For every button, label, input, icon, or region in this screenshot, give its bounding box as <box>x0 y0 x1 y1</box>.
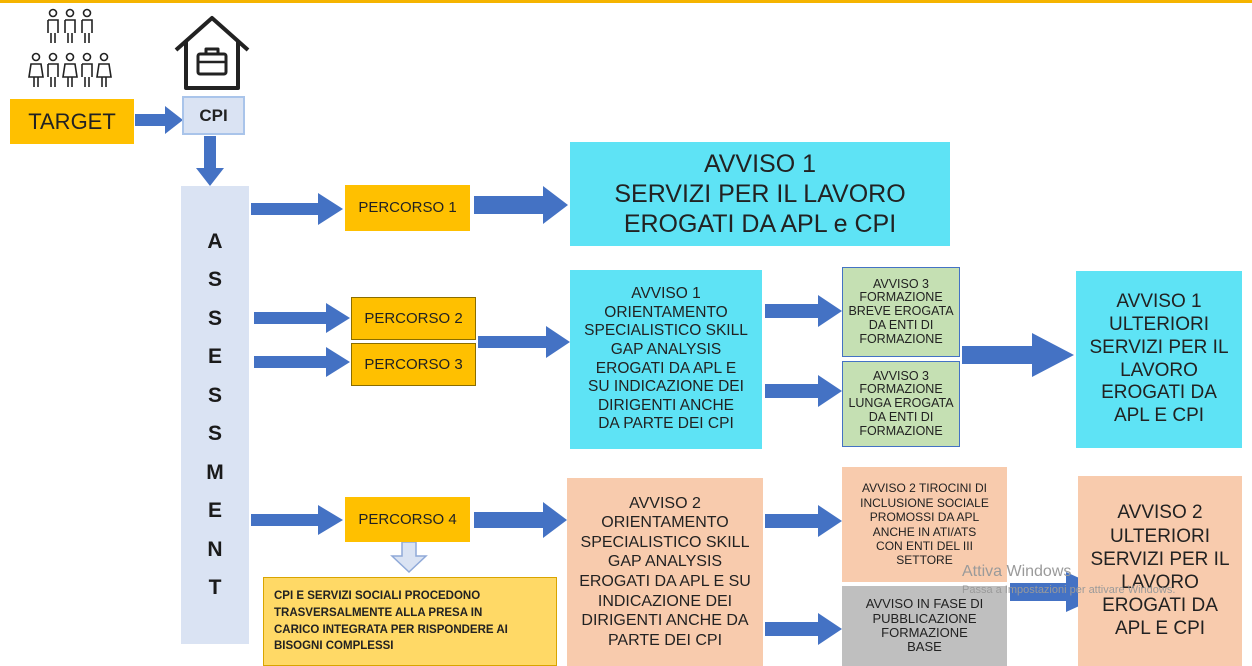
cpi-box: CPI <box>182 96 245 135</box>
avviso-1-ulteriori-box: AVVISO 1 ULTERIORI SERVIZI PER IL LAVORO… <box>1076 271 1242 448</box>
avviso-2-ulteriori-box: AVVISO 2 ULTERIORI SERVIZI PER IL LAVORO… <box>1078 476 1242 666</box>
percorso-4-box: PERCORSO 4 <box>345 497 470 542</box>
office-house-icon <box>174 16 250 90</box>
avviso-2-orientamento-box: AVVISO 2 ORIENTAMENTO SPECIALISTICO SKIL… <box>567 478 763 666</box>
percorso-3-box: PERCORSO 3 <box>351 343 476 386</box>
arrow-to-avviso-2-tirocini <box>765 505 842 537</box>
top-accent-bar <box>0 0 1252 3</box>
assessment-letter: S <box>207 383 222 407</box>
windows-watermark-subtitle: Passa a Impostazioni per attivare Window… <box>962 584 1176 596</box>
windows-watermark-title: Attiva Windows <box>962 563 1072 580</box>
percorso-2-box: PERCORSO 2 <box>351 297 476 340</box>
arrow-to-percorso-2 <box>254 303 350 333</box>
assessment-letter: E <box>207 345 222 368</box>
arrow-to-avviso-3-breve <box>765 295 842 327</box>
avviso-3-breve-box: AVVISO 3 FORMAZIONE BREVE EROGATA DA ENT… <box>842 267 960 357</box>
avviso-2-tirocini-box: AVVISO 2 TIROCINI DI INCLUSIONE SOCIALE … <box>842 467 1007 582</box>
assessment-letter: S <box>207 422 222 445</box>
cpi-servizi-sociali-note: CPI E SERVIZI SOCIALI PROCEDONO TRASVERS… <box>263 577 557 666</box>
avviso-fase-box: AVVISO IN FASE DI PUBBLICAZIONE FORMAZIO… <box>842 586 1007 666</box>
assessment-letter: M <box>206 460 224 484</box>
arrow-target-to-cpi <box>135 106 183 134</box>
avviso-1-servizi-box: AVVISO 1 SERVIZI PER IL LAVORO EROGATI D… <box>570 142 950 246</box>
avviso-3-lunga-box: AVVISO 3 FORMAZIONE LUNGA EROGATA DA ENT… <box>842 361 960 447</box>
arrow-to-percorso-3 <box>254 347 350 377</box>
percorso-1-box: PERCORSO 1 <box>345 185 470 231</box>
arrow-percorso-4-to-avviso-2 <box>474 502 567 538</box>
assessment-letter: E <box>207 499 222 522</box>
arrow-percorso-1-to-avviso-1 <box>474 186 568 224</box>
arrow-to-avviso-3-lunga <box>765 375 842 407</box>
arrow-to-avviso-fase <box>765 613 842 645</box>
avviso-1-orientamento-box: AVVISO 1 ORIENTAMENTO SPECIALISTICO SKIL… <box>570 270 762 449</box>
assessment-letter: S <box>207 268 222 291</box>
people-group-icon <box>28 8 112 87</box>
assessment-letter: A <box>207 229 223 253</box>
arrow-to-percorso-4 <box>251 505 343 535</box>
assessment-letter: S <box>207 306 222 330</box>
target-box: TARGET <box>10 99 134 144</box>
arrow-to-percorso-1 <box>251 193 343 225</box>
assessment-column: A S S E S S M E N T <box>181 186 249 644</box>
assessment-letter: T <box>208 576 222 599</box>
arrow-to-avviso-1-ulteriori <box>962 333 1074 377</box>
arrow-percorso-4-down <box>390 541 428 574</box>
arrow-cpi-to-assessment <box>196 136 224 186</box>
arrow-percorso-2-3-to-avviso-1 <box>478 326 570 358</box>
assessment-letter: N <box>207 537 223 561</box>
